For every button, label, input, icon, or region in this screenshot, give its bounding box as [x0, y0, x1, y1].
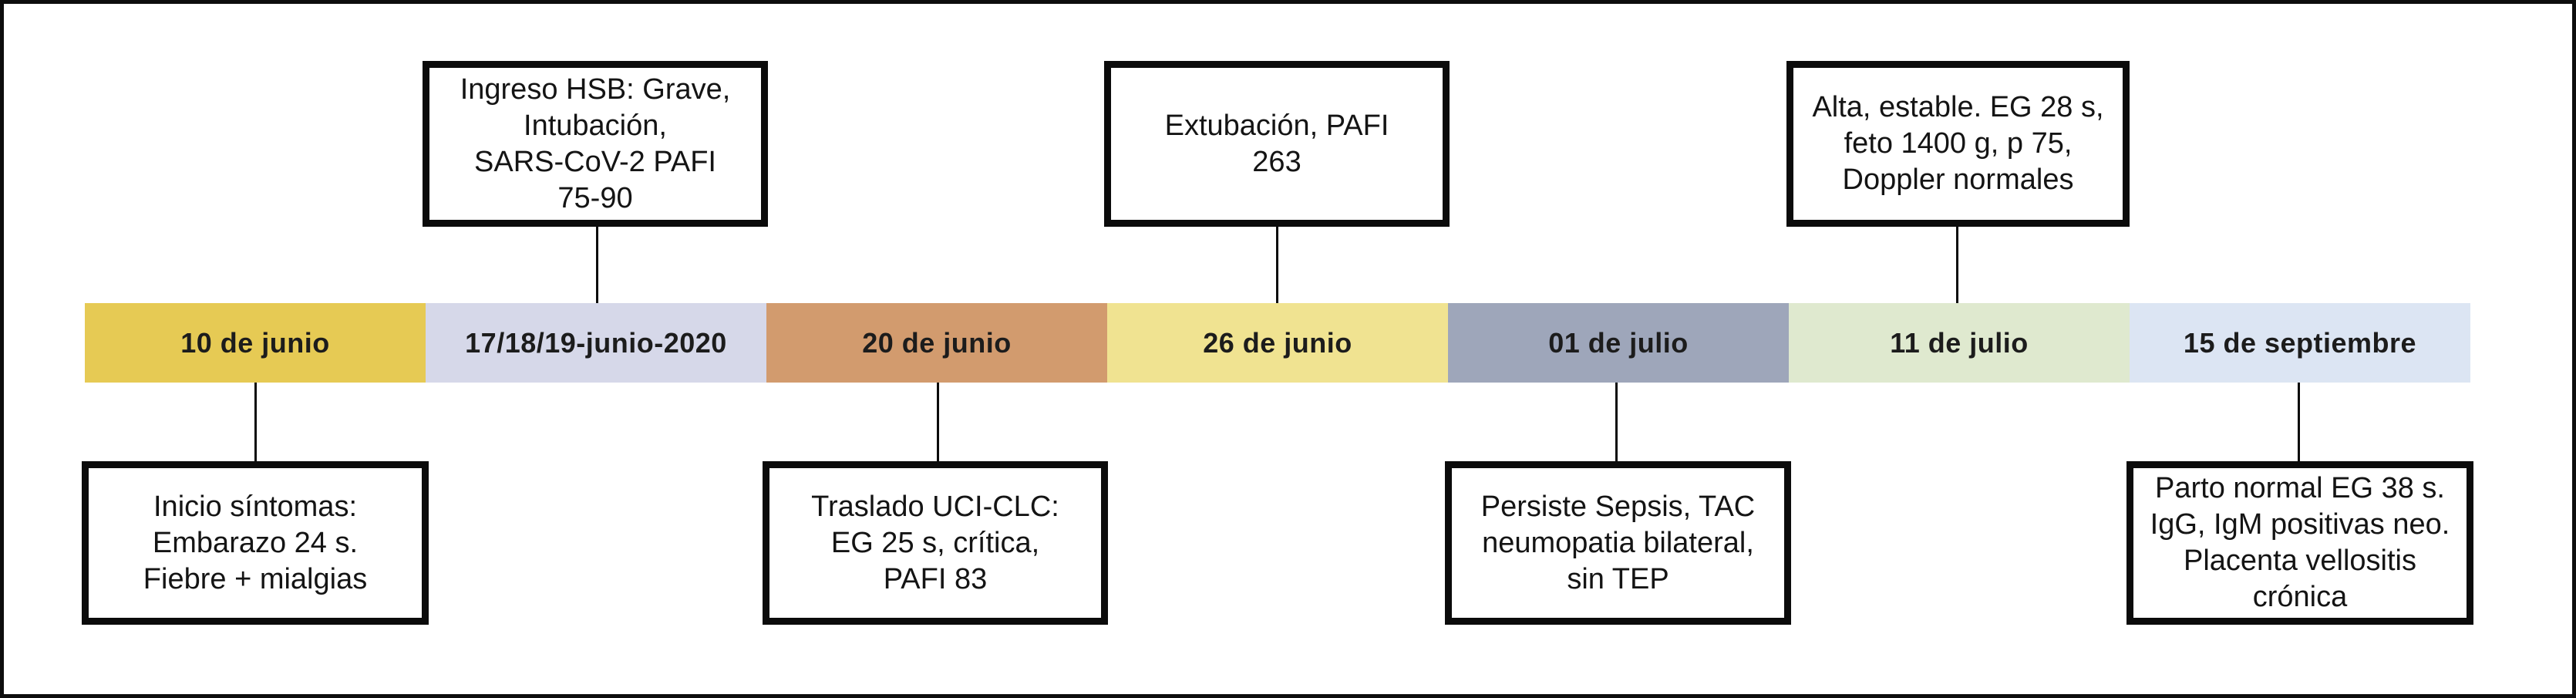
connector-line [2298, 383, 2300, 461]
connector-line [937, 383, 939, 461]
event-text-line: Inicio síntomas: [153, 490, 357, 523]
connector-line [596, 227, 598, 303]
timeline-date-label: 17/18/19-junio-2020 [465, 326, 727, 359]
event-text-line: Fiebre + mialgias [143, 562, 368, 595]
event-box-inicio-sintomas: Inicio síntomas: Embarazo 24 s. Fiebre +… [82, 461, 429, 625]
event-box-traslado-uci: Traslado UCI-CLC: EG 25 s, crítica, PAFI… [763, 461, 1108, 625]
timeline-date-label: 01 de julio [1548, 326, 1689, 359]
timeline-segment-3: 20 de junio [766, 303, 1107, 383]
event-text-line: IgG, IgM positivas neo. [2150, 508, 2450, 541]
event-text-line: Parto normal EG 38 s. [2155, 472, 2445, 504]
timeline-segment-5: 01 de julio [1448, 303, 1789, 383]
event-box-extubacion: Extubación, PAFI 263 [1104, 61, 1450, 227]
event-text-line: 75-90 [557, 181, 633, 214]
connector-line [254, 383, 257, 461]
timeline-segment-6: 11 de julio [1789, 303, 2130, 383]
event-text-line: EG 25 s, crítica, [830, 526, 1040, 559]
event-text-line: Alta, estable. EG 28 s, [1812, 91, 2104, 123]
event-text-line: Intubación, [524, 109, 667, 142]
timeline-bar: 10 de junio 17/18/19-junio-2020 20 de ju… [85, 303, 2470, 383]
connector-line [1276, 227, 1278, 303]
connector-line [1956, 227, 1958, 303]
event-text-line: SARS-CoV-2 PAFI [474, 145, 716, 178]
timeline-date-label: 10 de junio [180, 326, 330, 359]
timeline-date-label: 26 de junio [1203, 326, 1352, 359]
event-box-ingreso-hsb: Ingreso HSB: Grave, Intubación, SARS-CoV… [423, 61, 768, 227]
event-text-line: Ingreso HSB: Grave, [460, 72, 731, 106]
timeline-date-label: 20 de junio [862, 326, 1012, 359]
timeline-segment-7: 15 de septiembre [2130, 303, 2470, 383]
event-box-parto-normal: Parto normal EG 38 s. IgG, IgM positivas… [2126, 461, 2473, 625]
event-text-line: Placenta vellositis [2183, 545, 2417, 577]
connector-line [1615, 383, 1618, 461]
event-box-persiste-sepsis: Persiste Sepsis, TAC neumopatia bilatera… [1445, 461, 1791, 625]
event-text-line: Embarazo 24 s. [152, 526, 359, 559]
timeline-segment-2: 17/18/19-junio-2020 [426, 303, 766, 383]
event-text-line: 263 [1252, 145, 1301, 178]
event-text-line: Extubación, PAFI [1164, 109, 1389, 142]
event-text-line: sin TEP [1567, 562, 1669, 595]
timeline-segment-1: 10 de junio [85, 303, 426, 383]
event-text-line: PAFI 83 [883, 562, 988, 595]
event-box-alta-estable: Alta, estable. EG 28 s, feto 1400 g, p 7… [1786, 61, 2130, 227]
timeline-date-label: 15 de septiembre [2183, 326, 2417, 359]
event-text-line: Doppler normales [1842, 164, 2074, 196]
timeline-date-label: 11 de julio [1890, 326, 2029, 359]
event-text-line: Persiste Sepsis, TAC [1480, 490, 1756, 523]
event-text-line: crónica [2252, 581, 2348, 613]
event-text-line: Traslado UCI-CLC: [811, 490, 1059, 523]
event-text-line: feto 1400 g, p 75, [1844, 127, 2073, 160]
event-text-line: neumopatia bilateral, [1482, 526, 1754, 559]
timeline-segment-4: 26 de junio [1107, 303, 1448, 383]
